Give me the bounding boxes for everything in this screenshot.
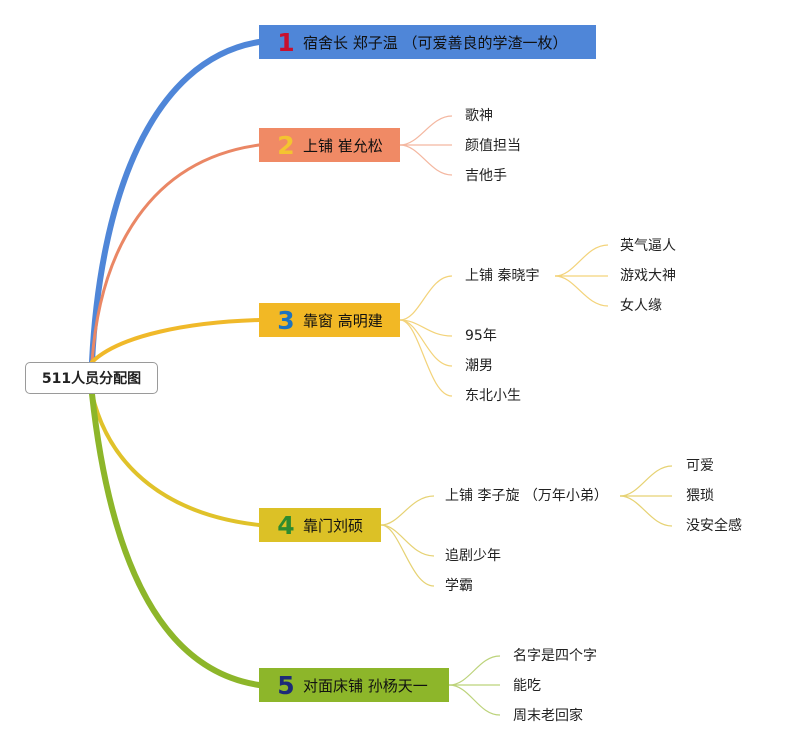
leaf-node[interactable]: 周末老回家 — [513, 708, 583, 724]
connector-branch-3 — [90, 318, 261, 364]
sub-node[interactable]: 上铺 秦晓宇 — [465, 268, 540, 284]
branch-number-5: 5 — [277, 670, 295, 700]
branch-label-2: 上铺 崔允松 — [303, 136, 383, 155]
branch-node-5[interactable]: 5 对面床铺 孙杨天一 — [259, 668, 449, 702]
connector-leaf-4-1 — [380, 524, 435, 557]
root-label: 511人员分配图 — [41, 371, 142, 387]
leaf-node[interactable]: 游戏大神 — [620, 268, 676, 284]
connector-leaf-3-2 — [399, 319, 453, 367]
leaf-node[interactable]: 猥琐 — [686, 488, 714, 504]
connector-leaf-4-2 — [380, 524, 435, 587]
connector-branch-4 — [90, 392, 261, 527]
leaf-node[interactable]: 没安全感 — [686, 518, 742, 534]
branch-node-1[interactable]: 1 宿舍长 郑子温 （可爱善良的学渣一枚） — [259, 25, 596, 59]
connector-sub-4-3 — [619, 495, 673, 527]
branch-label-5: 对面床铺 孙杨天一 — [303, 676, 428, 695]
leaf-node[interactable]: 东北小生 — [465, 388, 521, 404]
connector-branch-5 — [89, 391, 262, 688]
connector-sub-4-1 — [619, 465, 673, 497]
connector-leaf-5-3 — [448, 684, 501, 716]
branch-label-4: 靠门刘硕 — [303, 516, 364, 535]
leaf-node[interactable]: 女人缘 — [620, 298, 662, 314]
leaf-node[interactable]: 95年 — [465, 328, 497, 344]
connector-leaf-4-sub — [380, 495, 435, 526]
branch-node-2[interactable]: 2 上铺 崔允松 — [259, 128, 400, 162]
leaf-node[interactable]: 名字是四个字 — [513, 648, 597, 664]
leaf-node[interactable]: 吉他手 — [465, 168, 507, 184]
connector-branch-2 — [90, 143, 261, 364]
branch-number-3: 3 — [277, 305, 295, 335]
branch-node-3[interactable]: 3 靠窗 高明建 — [259, 303, 400, 337]
connector-branch-1 — [89, 39, 262, 365]
connector-leaf-2-3 — [399, 144, 453, 176]
leaf-node[interactable]: 颜值担当 — [465, 138, 521, 154]
connector-leaf-3-3 — [399, 319, 453, 397]
leaf-node[interactable]: 学霸 — [445, 578, 473, 594]
branch-number-2: 2 — [277, 130, 295, 160]
leaf-node[interactable]: 可爱 — [686, 458, 714, 474]
sub-node[interactable]: 上铺 李子旋 （万年小弟） — [445, 488, 608, 504]
connector-sub-3-3 — [554, 275, 609, 307]
leaf-node[interactable]: 歌神 — [465, 108, 493, 124]
branch-number-1: 1 — [277, 27, 295, 57]
leaf-node[interactable]: 潮男 — [465, 358, 493, 374]
branch-number-4: 4 — [277, 510, 295, 540]
branch-label-1: 宿舍长 郑子温 （可爱善良的学渣一枚） — [303, 33, 568, 52]
connector-sub-3-1 — [554, 244, 609, 277]
leaf-node[interactable]: 能吃 — [513, 678, 541, 694]
connector-leaf-3-sub — [399, 275, 453, 321]
connector-leaf-5-1 — [448, 655, 501, 686]
branch-node-4[interactable]: 4 靠门刘硕 — [259, 508, 381, 542]
connector-leaf-2-1 — [399, 115, 453, 146]
branch-label-3: 靠窗 高明建 — [303, 311, 383, 330]
leaf-node[interactable]: 追剧少年 — [445, 548, 501, 564]
root-node[interactable]: 511人员分配图 — [25, 362, 158, 394]
leaf-node[interactable]: 英气逼人 — [620, 238, 676, 254]
